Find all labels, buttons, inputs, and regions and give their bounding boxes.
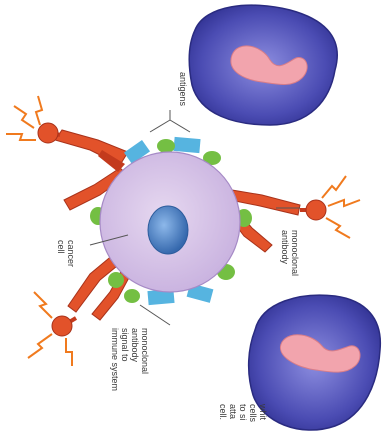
monoclonal-signal-label: monoclonal antibody signal to immune sys… [110, 328, 150, 391]
monoclonal-antibody-label: monoclonal antibody [280, 230, 300, 276]
cancer-cell-nucleus [148, 206, 188, 254]
white-cells-label: whit cells to si atta cell. [218, 404, 268, 422]
white-blood-cell-bottom [249, 295, 381, 430]
cancer-cell-label: cancer cell [56, 240, 76, 267]
white-blood-cell-top [189, 5, 337, 125]
antigens-label: antigens [178, 72, 188, 106]
